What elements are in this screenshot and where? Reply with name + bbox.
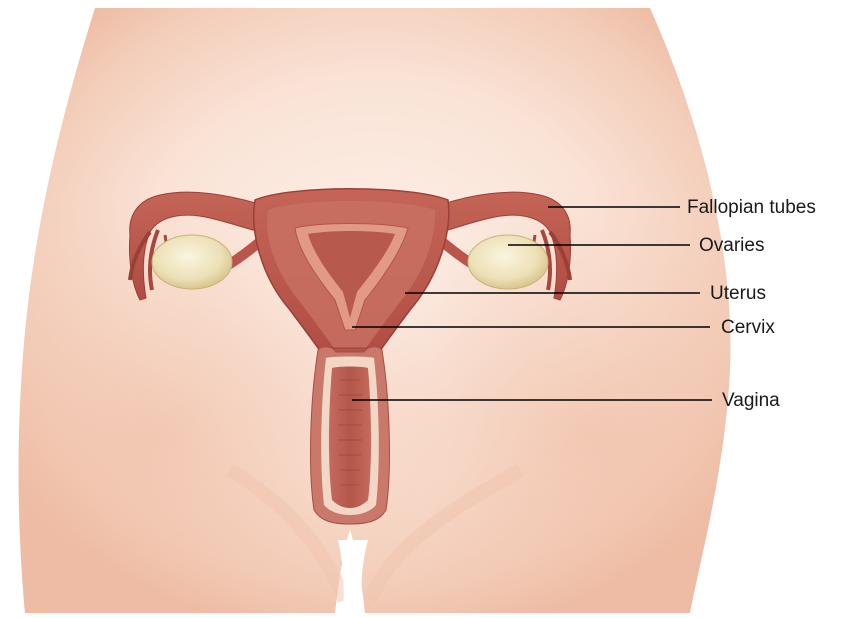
label-fallopian-tubes: Fallopian tubes [687,197,816,219]
label-uterus: Uterus [710,283,766,305]
vagina [311,347,390,524]
ovary-right [468,235,548,289]
label-vagina: Vagina [722,390,780,412]
label-ovaries: Ovaries [699,235,764,257]
ovary-left [152,235,232,289]
label-cervix: Cervix [721,317,775,339]
